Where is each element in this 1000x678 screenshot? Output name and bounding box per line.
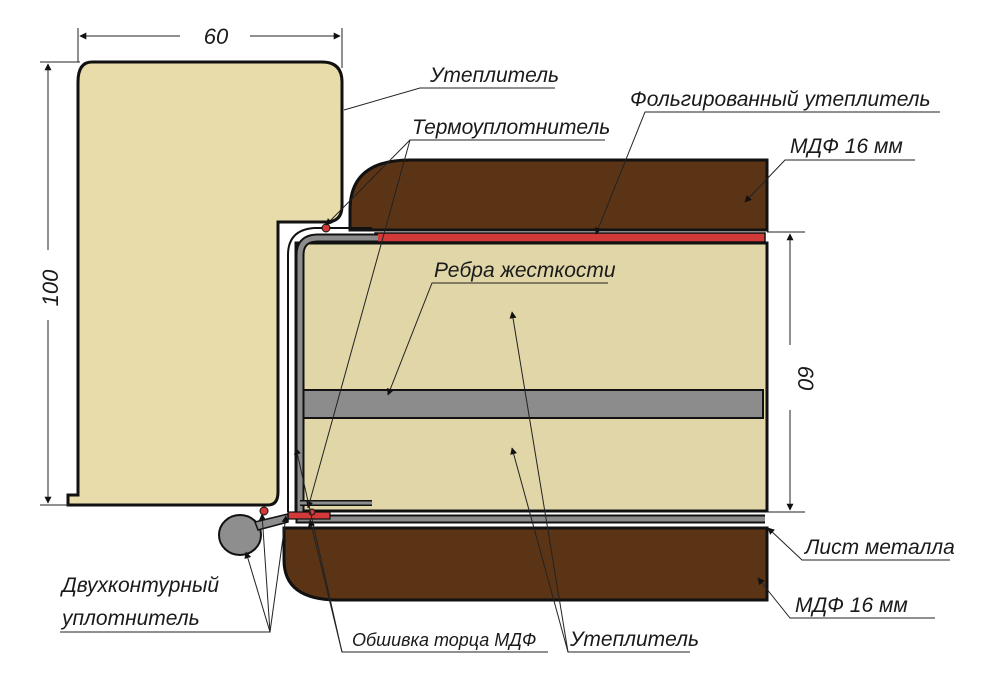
label-stiffener: Ребра жесткости: [434, 259, 616, 282]
leader-foil-insulation: [595, 111, 940, 235]
label-metal-sheet: Лист металла: [803, 536, 955, 559]
label-foil-insulation: Фольгированный утеплитель: [630, 88, 931, 111]
label-insulation-top: Утеплитель: [429, 64, 559, 87]
leader-insulation-top: [343, 87, 555, 111]
label-mdf-top: МДФ 16 мм: [790, 135, 903, 158]
dim-frame-height: 100: [38, 269, 63, 306]
insulation-core: [294, 241, 769, 513]
leader-double-seal-b: [258, 513, 271, 633]
dim-frame-width: 60: [204, 24, 229, 49]
stiffening-rib: [297, 389, 764, 419]
label-mdf-edge: Обшивка торца МДФ: [352, 630, 536, 650]
thermo-seal-bottom: [259, 506, 269, 516]
double-contour-seal: [218, 514, 262, 556]
foil-insulation-strip: [374, 232, 766, 243]
label-double-seal-line1: Двухконтурный: [60, 574, 219, 597]
mdf-panel-top: [348, 158, 769, 232]
metal-sheet-outer-lip: [287, 227, 372, 512]
label-double-seal-line2: уплотнитель: [60, 607, 200, 630]
leader-metal-sheet: [767, 527, 950, 561]
mdf-panel-bottom: [282, 526, 769, 602]
label-thermo-seal: Термоуплотнитель: [412, 116, 610, 139]
leader-thermo-seal-2: [306, 139, 411, 509]
label-insulation-bottom: Утеплитель: [569, 628, 699, 651]
leader-double-seal-c: [269, 515, 289, 633]
metal-sheet-profile-inner: [297, 235, 765, 522]
thermo-seal-top: [321, 223, 331, 233]
leader-stiffener: [387, 282, 608, 396]
leader-mdf-bottom: [757, 577, 935, 619]
leader-mdf-top: [744, 159, 915, 203]
dim-leaf-thickness: 60: [793, 366, 818, 391]
leader-mdf-edge-2: [308, 519, 343, 653]
leader-insulation-bottom-2: [510, 447, 569, 653]
door-frame-profile: [66, 60, 344, 507]
label-mdf-bottom: МДФ 16 мм: [795, 594, 908, 617]
